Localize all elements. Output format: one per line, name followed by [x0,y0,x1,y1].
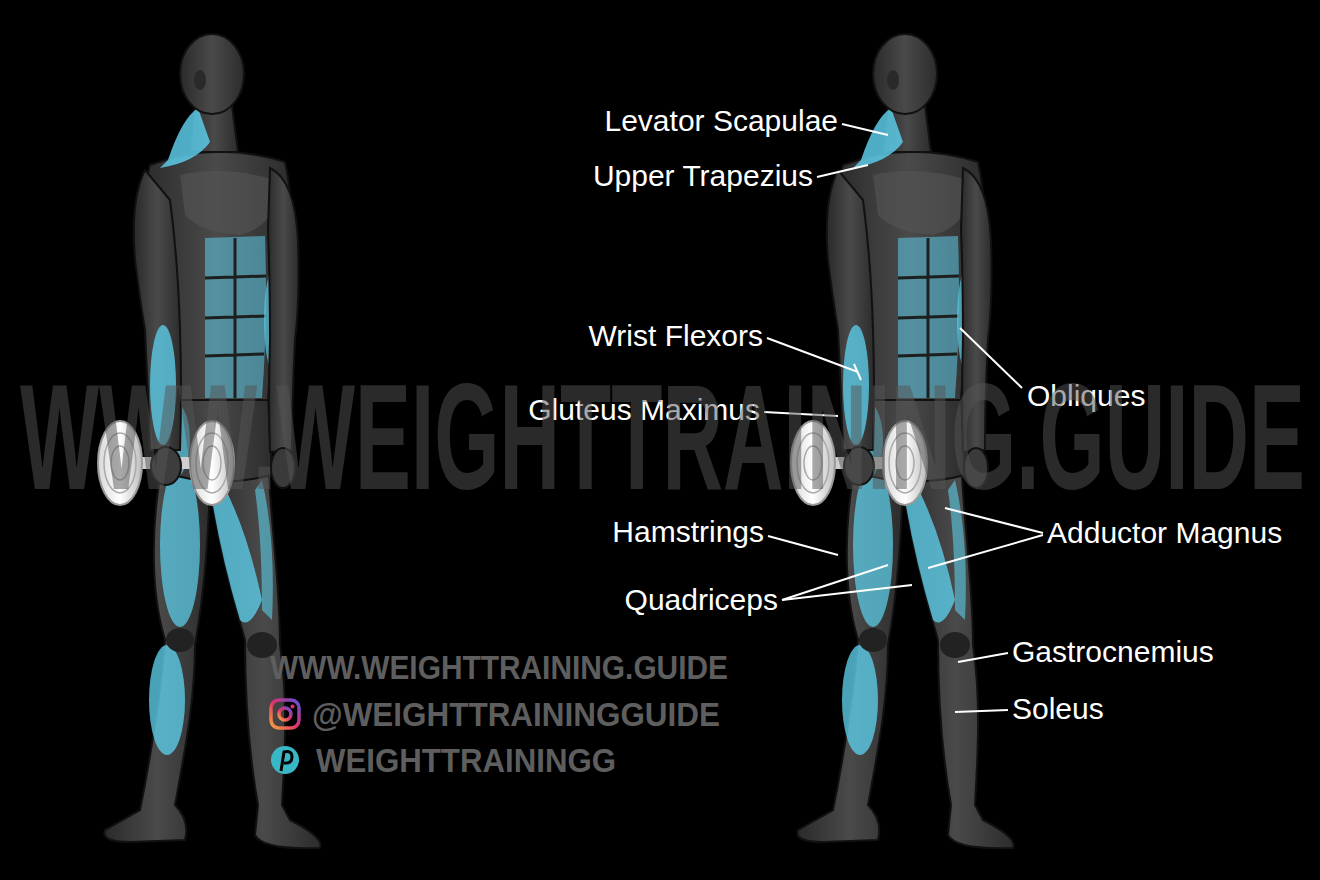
muscle-label: Upper Trapezius [593,159,813,194]
art-part [782,585,912,600]
art-part [279,708,291,720]
art-part [842,124,888,135]
art-part [281,752,292,771]
pinterest-icon [271,746,299,774]
art-part [928,535,1043,568]
muscle-label: Wrist Flexors [589,319,763,354]
muscle-label: Hamstrings [612,515,764,550]
instagram-handle: @WEIGHTTRAININGGUIDE [312,695,720,734]
art-part [271,700,299,728]
art-part [291,705,295,709]
art-part [768,536,838,555]
instagram-icon [271,700,299,728]
art-part [271,746,299,774]
art-part [958,653,1008,662]
muscle-label: Soleus [1012,692,1104,727]
muscle-label: Adductor Magnus [1047,516,1282,551]
muscle-label: Levator Scapulae [605,104,839,139]
pinterest-handle: WEIGHTTRAININGG [316,741,616,780]
muscle-label: Quadriceps [625,583,778,618]
website-text: WWW.WEIGHTTRAINING.GUIDE [270,648,728,687]
watermark: WWW.WEIGHTTRAINING.GUIDE [20,362,1305,512]
muscle-label: Gastrocnemius [1012,635,1214,670]
art-part [817,165,868,177]
art-part [955,710,1008,712]
